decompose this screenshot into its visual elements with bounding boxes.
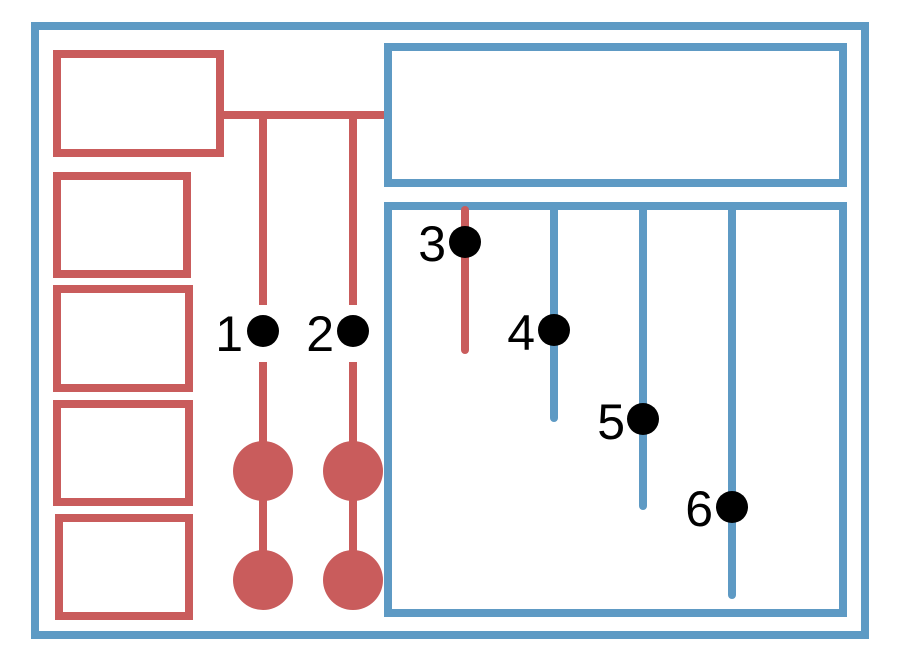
red-box-2 [53, 285, 193, 392]
marker-6: 6 [685, 481, 748, 537]
red-circle-2b [323, 550, 383, 610]
marker-2-label: 2 [306, 306, 334, 362]
marker-1-label: 1 [215, 306, 243, 362]
marker-6-label: 6 [685, 481, 713, 537]
marker-3-dot [449, 226, 481, 258]
marker-4: 4 [507, 305, 570, 361]
marker-1: 1 [215, 306, 279, 362]
red-circle-1b [233, 550, 293, 610]
blue-stems [550, 206, 736, 599]
red-header-box [53, 50, 224, 157]
marker-5-label: 5 [597, 394, 625, 450]
marker-5-dot [627, 403, 659, 435]
red-box-3 [53, 400, 193, 506]
marker-4-dot [538, 314, 570, 346]
marker-1-dot [247, 315, 279, 347]
blue-panel [384, 202, 847, 617]
red-circle-1a [233, 441, 293, 501]
red-box-4 [55, 514, 193, 620]
marker-5: 5 [597, 394, 659, 450]
red-box-column [53, 50, 224, 620]
outer-frame [31, 22, 869, 639]
marker-3: 3 [418, 216, 481, 272]
marker-2-dot [337, 315, 369, 347]
marker-3-label: 3 [418, 216, 446, 272]
marker-6-dot [716, 491, 748, 523]
marker-4-label: 4 [507, 305, 535, 361]
red-circles [233, 441, 383, 610]
blue-top-box [384, 43, 847, 187]
red-box-1 [53, 172, 191, 278]
red-circle-2a [323, 441, 383, 501]
marker-2: 2 [306, 306, 369, 362]
